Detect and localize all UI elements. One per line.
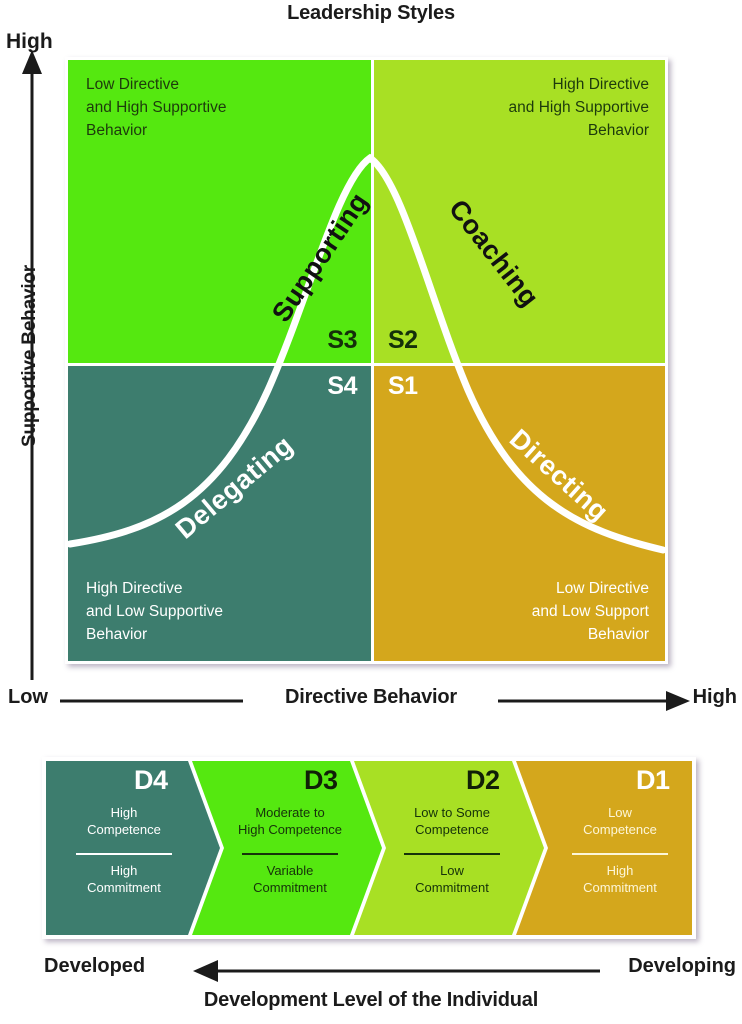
x-axis-low-label: Low bbox=[8, 686, 48, 708]
development-competence-d3: Moderate to High Competence bbox=[237, 805, 343, 837]
development-left-label: Developed bbox=[44, 955, 146, 977]
quadrant-s1-code: S1 bbox=[388, 372, 418, 400]
development-commitment-d4: High Commitment bbox=[87, 863, 161, 895]
development-segment-d3[interactable]: D3 Moderate to High Competence Variable … bbox=[192, 761, 382, 935]
development-right-label: Developing bbox=[628, 955, 736, 977]
development-code-d1: D1 bbox=[636, 765, 670, 795]
development-code-d2: D2 bbox=[466, 765, 500, 795]
development-divider-d1 bbox=[572, 853, 668, 855]
development-segment-d4[interactable]: D4 High Competence High Commitment bbox=[46, 761, 220, 935]
quadrant-s1[interactable]: Low Directive and Low Support Behavior S… bbox=[374, 366, 665, 661]
quadrant-s4-description: High Directive and Low Supportive Behavi… bbox=[86, 580, 224, 644]
leadership-styles-matrix: Low Directive and High Supportive Behavi… bbox=[62, 54, 671, 667]
quadrant-s4-code: S4 bbox=[327, 372, 357, 400]
quadrant-s1-description: Low Directive and Low Support Behavior bbox=[531, 580, 649, 644]
y-axis-arrow-icon bbox=[22, 50, 42, 680]
quadrant-s2-description: High Directive and High Supportive Behav… bbox=[508, 76, 649, 139]
development-segment-d2[interactable]: D2 Low to Some Competence Low Commitment bbox=[354, 761, 544, 935]
development-level-bar: D4 High Competence High Commitment D3 Mo… bbox=[40, 755, 700, 943]
development-competence-d1: Low Competence bbox=[583, 805, 657, 837]
development-divider-d2 bbox=[404, 853, 500, 855]
x-axis-title: Directive Behavior bbox=[284, 686, 458, 708]
matrix-frame: Low Directive and High Supportive Behavi… bbox=[65, 57, 668, 664]
quadrant-s3-description: Low Directive and High Supportive Behavi… bbox=[86, 76, 227, 139]
x-axis-arrow-icon bbox=[60, 691, 690, 711]
development-divider-d3 bbox=[242, 853, 338, 855]
quadrant-s2-code: S2 bbox=[388, 326, 418, 354]
development-code-d4: D4 bbox=[134, 765, 168, 795]
development-bar-frame: D4 High Competence High Commitment D3 Mo… bbox=[42, 757, 696, 939]
development-commitment-d1: High Commitment bbox=[583, 863, 657, 895]
development-competence-d2: Low to Some Competence bbox=[414, 805, 490, 837]
quadrant-s2[interactable]: High Directive and High Supportive Behav… bbox=[374, 60, 665, 363]
y-axis-title: Supportive Behavior bbox=[19, 264, 40, 448]
development-caption: Development Level of the Individual bbox=[203, 989, 539, 1011]
development-commitment-d3: Variable Commitment bbox=[253, 863, 327, 895]
development-segment-d1[interactable]: D1 Low Competence High Commitment bbox=[516, 761, 692, 935]
development-code-d3: D3 bbox=[304, 765, 338, 795]
quadrant-s3[interactable]: Low Directive and High Supportive Behavi… bbox=[68, 60, 371, 363]
page-title: Leadership Styles bbox=[287, 2, 455, 24]
development-direction-arrow-icon bbox=[193, 960, 600, 982]
development-divider-d4 bbox=[76, 853, 172, 855]
quadrant-s3-code: S3 bbox=[327, 326, 357, 354]
development-competence-d4: High Competence bbox=[87, 805, 161, 837]
x-axis-high-label: High bbox=[692, 686, 737, 708]
y-axis-high-label: High bbox=[6, 30, 53, 53]
development-commitment-d2: Low Commitment bbox=[415, 863, 489, 895]
